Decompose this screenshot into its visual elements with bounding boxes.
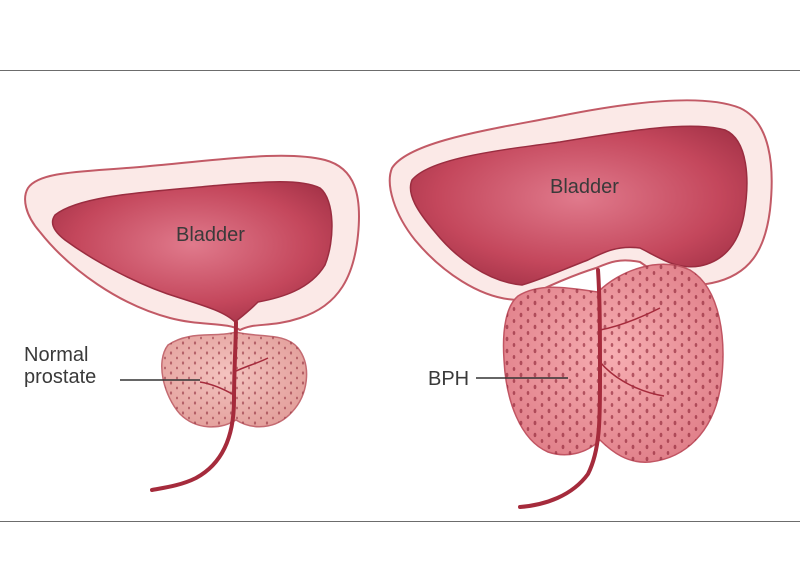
normal-prostate <box>150 320 308 492</box>
bph-prostate <box>502 263 724 509</box>
bph-bladder <box>388 99 773 302</box>
right-bladder-label: Bladder <box>550 176 619 198</box>
diagram-frame <box>0 70 800 522</box>
normal-prostate-label-line1: Normal <box>24 344 89 366</box>
left-bladder-label: Bladder <box>176 224 245 246</box>
normal-bladder <box>24 154 360 332</box>
normal-prostate-label-line2: prostate <box>24 366 97 388</box>
normal-prostate-label: Normal prostate <box>24 344 124 388</box>
bph-label: BPH <box>428 368 470 390</box>
